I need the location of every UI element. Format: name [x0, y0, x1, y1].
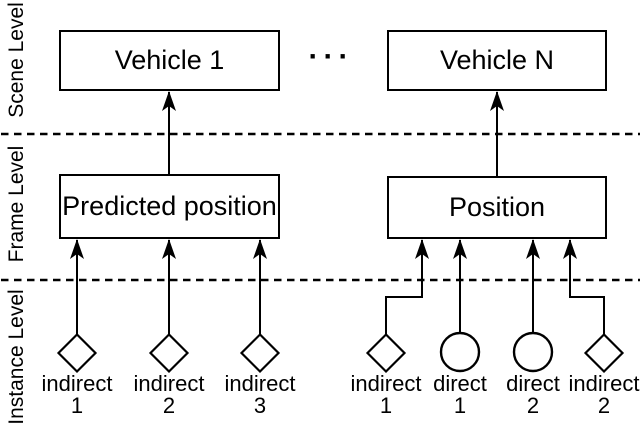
indirect-node-diamond-5 [583, 332, 625, 374]
line-indirect2-to-position [569, 240, 605, 336]
instance-node-name: indirect [224, 371, 296, 396]
instance-node-label: indirect 2 [549, 373, 640, 417]
scene-level-label: Scene Level [5, 2, 28, 118]
instance-node-number: 3 [253, 393, 267, 418]
vehicle-1-label: Vehicle 1 [114, 45, 225, 75]
direct-node-circle-1 [439, 331, 481, 373]
line-indirect1-to-position [385, 240, 423, 336]
arrowhead-position-4 [563, 239, 577, 259]
instance-node-name: direct [433, 371, 487, 396]
instance-node-label: direct 1 [405, 373, 515, 417]
vehicle-n-node: Vehicle N [387, 30, 607, 91]
arrowhead-vehicle1 [162, 91, 176, 111]
arrowhead-position-3 [526, 239, 540, 259]
predicted-position-node: Predicted position [59, 174, 280, 239]
instance-node-number: 1 [379, 393, 393, 418]
arrowhead-vehicleN [490, 91, 504, 111]
arrowhead-predicted-3 [253, 239, 267, 259]
instance-node-label: indirect 2 [114, 373, 224, 417]
predicted-position-label: Predicted position [62, 191, 277, 221]
indirect-node-diamond-2 [148, 332, 190, 374]
ellipsis-dots: ··· [308, 40, 354, 73]
instance-node-number: 2 [162, 393, 176, 418]
indirect-node-diamond-4 [365, 332, 407, 374]
instance-node-name: indirect [350, 371, 422, 396]
indirect-node-diamond-3 [239, 332, 281, 374]
direct-node-circle-2 [512, 331, 554, 373]
position-node: Position [387, 176, 607, 239]
instance-node-number: 2 [597, 393, 611, 418]
indirect-node-diamond-1 [56, 332, 98, 374]
instance-node-label: direct 2 [478, 373, 588, 417]
instance-node-name: indirect [568, 371, 640, 396]
position-label: Position [448, 192, 546, 222]
instance-node-name: direct [506, 371, 560, 396]
arrowhead-position-1 [415, 239, 429, 259]
arrowhead-predicted-2 [162, 239, 176, 259]
frame-level-label: Frame Level [5, 145, 28, 263]
instance-node-number: 1 [70, 393, 84, 418]
arrowhead-position-2 [453, 239, 467, 259]
instance-node-label: indirect 1 [331, 373, 441, 417]
instance-node-number: 1 [453, 393, 467, 418]
arrowhead-predicted-1 [70, 239, 84, 259]
instance-node-name: indirect [41, 371, 113, 396]
vehicle-1-node: Vehicle 1 [59, 30, 280, 91]
instance-node-number: 2 [526, 393, 540, 418]
instance-node-label: indirect 3 [205, 373, 315, 417]
instance-node-label: indirect 1 [22, 373, 132, 417]
vehicle-n-label: Vehicle N [439, 45, 555, 75]
instance-node-name: indirect [133, 371, 205, 396]
